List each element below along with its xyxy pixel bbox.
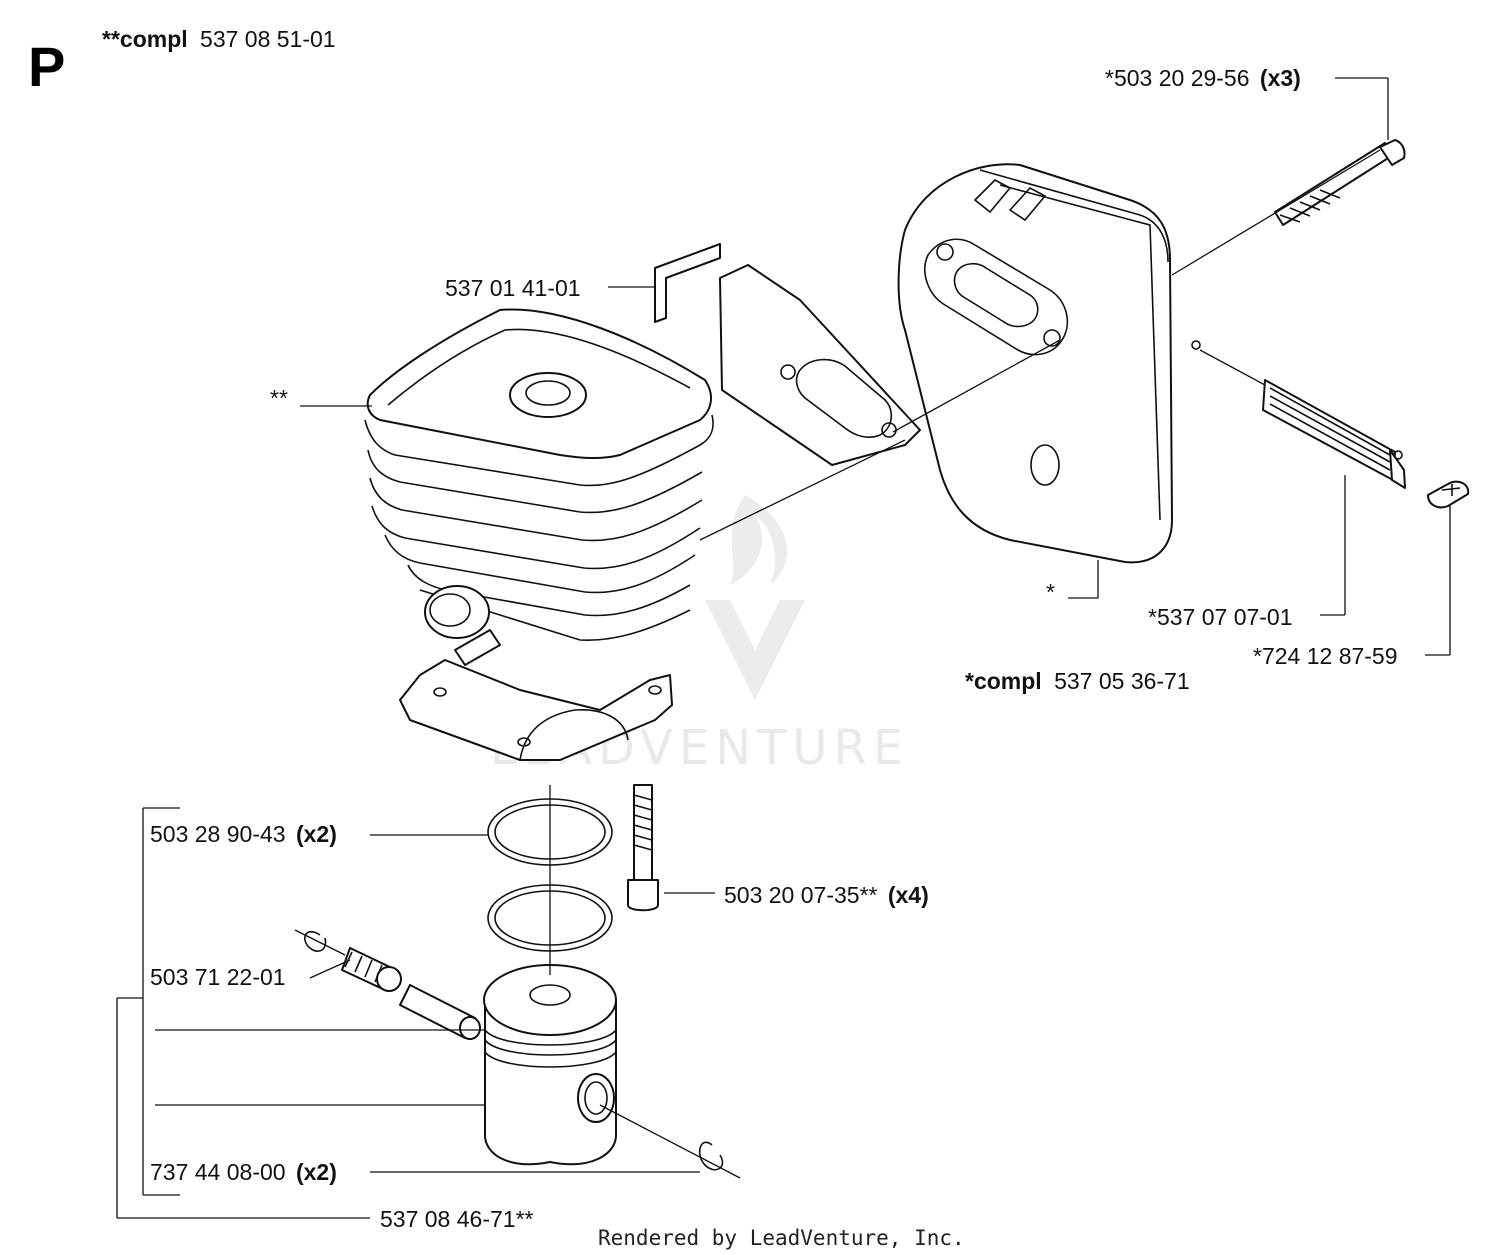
- cylinder-label[interactable]: **: [270, 385, 288, 411]
- circlip-label[interactable]: 737 44 08-00 (x2): [150, 1159, 337, 1185]
- piston-ring-label[interactable]: 503 28 90-43 (x2): [150, 821, 337, 847]
- assembly-top-label[interactable]: **compl 537 08 51-01: [102, 26, 336, 52]
- muffler-label[interactable]: *: [1046, 579, 1055, 605]
- cylinder-bolt-qty: (x4): [888, 882, 929, 908]
- cylinder-drawing: [364, 308, 714, 761]
- screen-screw-label[interactable]: *724 12 87-59: [1253, 643, 1398, 669]
- piston-drawing: [483, 964, 617, 1166]
- muffler-bolt-qty: (x3): [1260, 65, 1301, 91]
- muffler-bolt-label[interactable]: *503 20 29-56 (x3): [1105, 65, 1301, 91]
- muffler-kit-prefix: *compl: [965, 668, 1042, 694]
- muffler-bolt-part: *503 20 29-56: [1105, 65, 1250, 91]
- leader-lines: [116, 77, 1451, 1219]
- cylinder-bolt-drawing: [627, 784, 659, 912]
- needle-bearing-label[interactable]: 503 71 22-01: [150, 964, 286, 990]
- circlip-qty: (x2): [296, 1159, 337, 1185]
- piston-kit-label[interactable]: 537 08 46-71**: [380, 1206, 534, 1232]
- footer-credit: Rendered by LeadVenture, Inc.: [598, 1226, 965, 1250]
- bracket-drawing: [654, 243, 921, 466]
- assembly-top-prefix: **compl: [102, 26, 188, 52]
- muffler-drawing: [897, 163, 1201, 564]
- muffler-kit-number: 537 05 36-71: [1054, 668, 1190, 694]
- cylinder-bolt-part: 503 20 07-35**: [724, 882, 878, 908]
- cylinder-bolt-label[interactable]: 503 20 07-35** (x4): [724, 882, 929, 908]
- piston-ring-qty: (x2): [296, 821, 337, 847]
- spark-screen-drawing: [1262, 379, 1470, 509]
- pin-bearing-drawing: [304, 930, 724, 1171]
- spark-screen-label[interactable]: *537 07 07-01: [1148, 604, 1293, 630]
- bracket-label[interactable]: 537 01 41-01: [445, 275, 581, 301]
- assembly-top-number: 537 08 51-01: [200, 26, 336, 52]
- muffler-bolt-drawing: [1274, 139, 1406, 226]
- section-letter: P: [28, 35, 65, 98]
- piston-ring-part: 503 28 90-43: [150, 821, 286, 847]
- muffler-kit-label[interactable]: *compl 537 05 36-71: [965, 668, 1190, 694]
- circlip-part: 737 44 08-00: [150, 1159, 286, 1185]
